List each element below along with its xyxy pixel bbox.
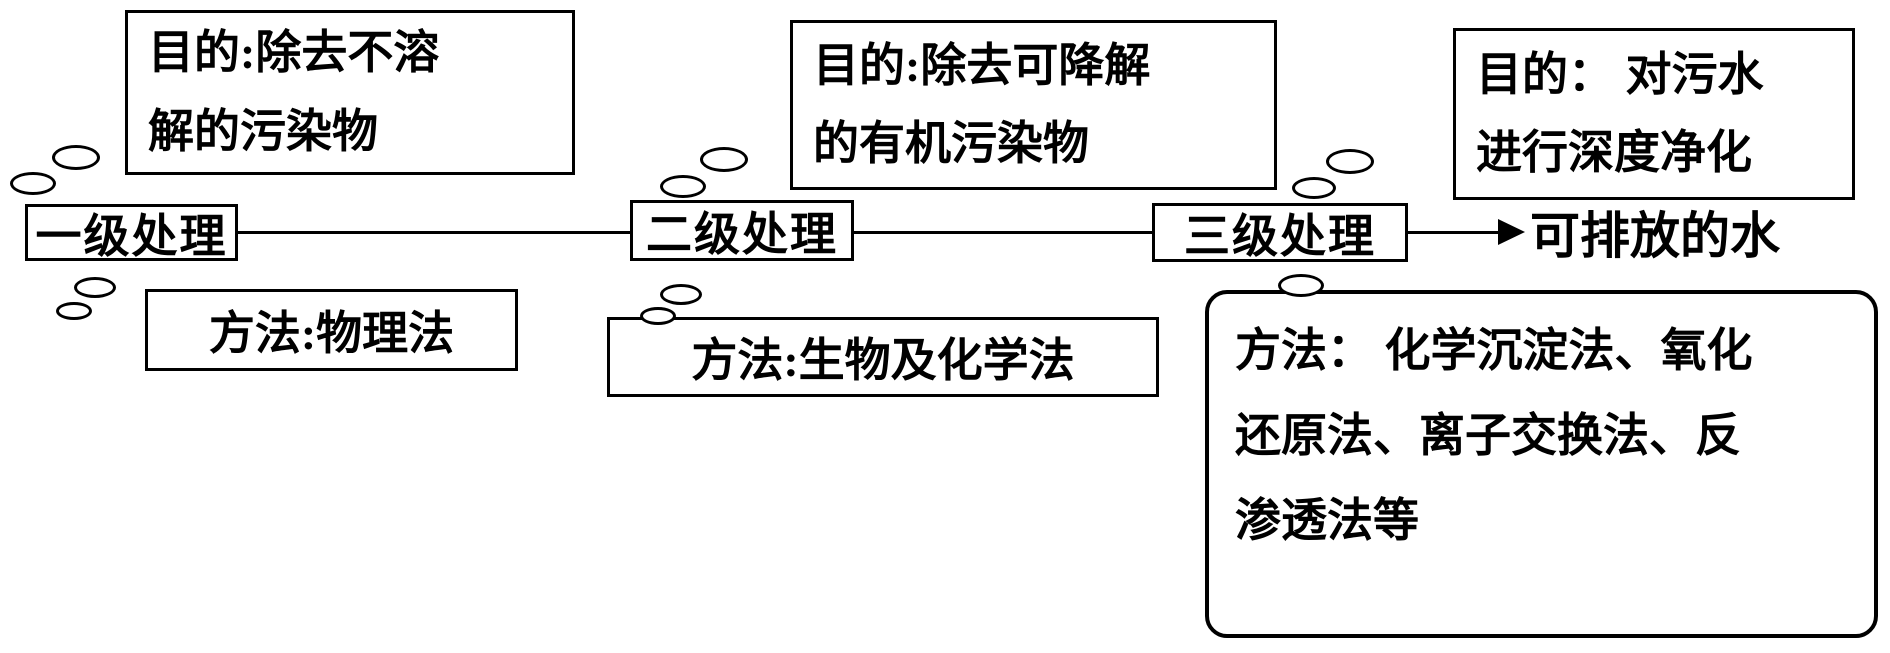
bubble-dot-icon xyxy=(56,302,92,320)
bubble-dot-icon xyxy=(52,145,100,170)
stage-box-tertiary-treatment: 三级处理 xyxy=(1152,203,1408,262)
method-box-primary: 方法:物理法 xyxy=(145,289,518,371)
bubble-dot-icon xyxy=(660,175,706,198)
connector-line-2 xyxy=(854,231,1152,234)
purpose-box-secondary: 目的:除去可降解 的有机污染物 xyxy=(790,20,1277,190)
method-box-tertiary: 方法： 化学沉淀法、氧化 还原法、离子交换法、反 渗透法等 xyxy=(1205,290,1878,638)
stage-box-primary-treatment: 一级处理 xyxy=(25,204,238,262)
bubble-dot-icon xyxy=(10,172,56,195)
bubble-dot-icon xyxy=(74,277,116,298)
bubble-dot-icon xyxy=(640,307,676,325)
arrow-right-icon xyxy=(1498,219,1525,245)
bubble-dot-icon xyxy=(1292,177,1336,199)
connector-line-3 xyxy=(1408,231,1504,234)
bubble-dot-icon xyxy=(660,284,702,305)
purpose-box-primary: 目的:除去不溶 解的污染物 xyxy=(125,10,575,175)
stage-box-secondary-treatment: 二级处理 xyxy=(630,200,854,261)
purpose-box-tertiary: 目的： 对污水 进行深度净化 xyxy=(1453,28,1855,200)
bubble-dot-icon xyxy=(700,147,748,172)
bubble-dot-icon xyxy=(1278,274,1324,297)
bubble-dot-icon xyxy=(1326,149,1374,174)
output-label: 可排放的水 xyxy=(1530,208,1780,264)
method-box-secondary: 方法:生物及化学法 xyxy=(607,317,1159,397)
connector-line-1 xyxy=(238,231,630,234)
